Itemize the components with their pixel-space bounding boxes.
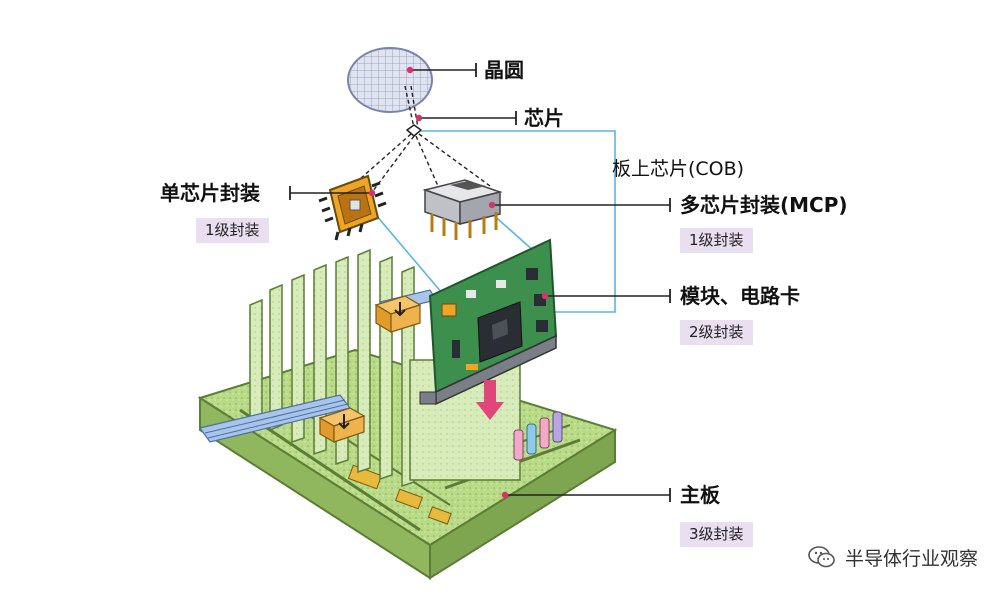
module-card-graphic <box>419 238 558 406</box>
label-module-card: 模块、电路卡 <box>680 284 800 308</box>
wafer-graphic <box>347 47 433 113</box>
watermark: 半导体行业观察 <box>807 542 978 572</box>
leader-lines <box>289 63 671 502</box>
badge-level3: 3级封装 <box>680 522 753 547</box>
multi-chip-package-graphic <box>422 179 503 240</box>
watermark-text: 半导体行业观察 <box>844 547 978 570</box>
package-box-graphics <box>318 295 422 444</box>
label-multi-chip-package: 多芯片封装(MCP) <box>680 193 848 217</box>
label-wafer: 晶圆 <box>484 58 524 82</box>
wafer-to-chip-dashes <box>404 85 419 129</box>
badge-level1-single: 1级封装 <box>196 218 269 243</box>
wechat-icon <box>808 546 835 568</box>
capacitor-graphics <box>513 411 563 461</box>
leader-dots <box>368 66 549 499</box>
insert-arrow-graphic <box>476 380 504 420</box>
label-chip: 芯片 <box>524 106 564 130</box>
label-single-chip-package: 单芯片封装 <box>160 181 260 205</box>
single-chip-package-graphic <box>318 174 387 241</box>
label-motherboard: 主板 <box>680 483 720 507</box>
label-cob: 板上芯片(COB) <box>612 158 745 180</box>
badge-level1-mcp: 1级封装 <box>680 228 753 253</box>
badge-level2: 2级封装 <box>680 320 753 345</box>
